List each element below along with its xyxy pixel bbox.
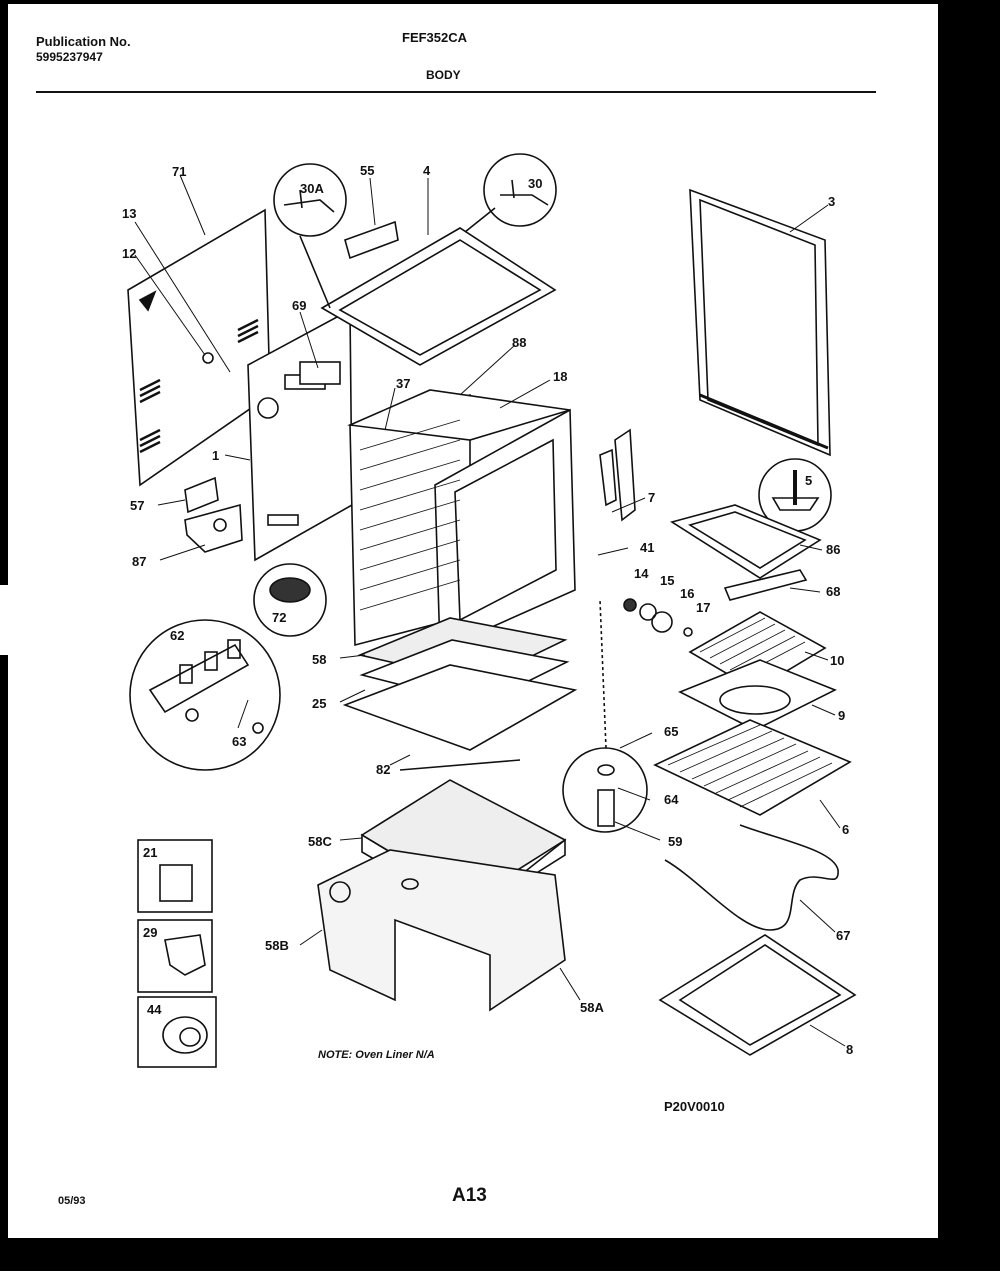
part-21-box [137, 839, 213, 913]
callout-62: 62 [170, 628, 184, 643]
broil-element [664, 824, 839, 931]
callout-9: 9 [838, 708, 845, 723]
callout-29: 29 [143, 925, 157, 940]
callout-59: 59 [668, 834, 682, 849]
callout-25: 25 [312, 696, 326, 711]
oven-door [689, 188, 831, 457]
callout-10: 10 [830, 653, 844, 668]
callout-88: 88 [512, 335, 526, 350]
callout-67: 67 [836, 928, 850, 943]
callout-37: 37 [396, 376, 410, 391]
callout-14: 14 [634, 566, 649, 581]
page-number: A13 [452, 1185, 487, 1206]
callout-65: 65 [664, 724, 678, 739]
detail-circle-30a [273, 163, 347, 237]
drawing-number: P20V0010 [664, 1099, 725, 1114]
broiler-pan [678, 659, 837, 731]
publication-number: 5995237947 [36, 50, 103, 64]
bottom-plate [342, 664, 578, 751]
callout-18: 18 [553, 369, 567, 384]
callout-41: 41 [640, 540, 654, 555]
bake-element [670, 504, 822, 579]
callout-64: 64 [664, 792, 679, 807]
oven-rack [653, 719, 852, 816]
detail-circle-30 [483, 153, 557, 227]
wrap-insulation [317, 849, 566, 1012]
callout-72: 72 [272, 610, 286, 625]
scan-edge [0, 585, 8, 655]
callout-71: 71 [172, 164, 186, 179]
publication-label: Publication No. [36, 34, 131, 49]
section-title: BODY [426, 68, 461, 82]
oven-liner-note: NOTE: Oven Liner N/A [318, 1049, 435, 1061]
callout-30a: 30A [300, 181, 324, 196]
callout-3: 3 [828, 194, 835, 209]
drawer-panel [658, 934, 857, 1056]
model-number: FEF352CA [402, 30, 468, 45]
callout-6: 6 [842, 822, 849, 837]
callout-15: 15 [660, 573, 674, 588]
callout-82: 82 [376, 762, 390, 777]
callout-30: 30 [528, 176, 542, 191]
callout-63: 63 [232, 734, 246, 749]
callout-5: 5 [805, 473, 812, 488]
rear-panel [127, 208, 271, 487]
mount-bracket [184, 503, 243, 553]
callout-55: 55 [360, 163, 374, 178]
callout-8: 8 [846, 1042, 853, 1057]
callout-58c: 58C [308, 834, 332, 849]
callout-13: 13 [122, 206, 136, 221]
bracket [184, 476, 219, 514]
callout-68: 68 [826, 584, 840, 599]
callout-17: 17 [696, 600, 710, 615]
callout-21: 21 [143, 845, 157, 860]
callout-4: 4 [423, 163, 431, 178]
callout-57: 57 [130, 498, 144, 513]
callout-12: 12 [122, 246, 136, 261]
callout-86: 86 [826, 542, 840, 557]
callout-58b: 58B [265, 938, 289, 953]
header-rule [36, 91, 876, 93]
callout-1: 1 [212, 448, 219, 463]
callout-58: 58 [312, 652, 326, 667]
callout-87: 87 [132, 554, 146, 569]
callout-69: 69 [292, 298, 306, 313]
callout-7: 7 [648, 490, 655, 505]
callout-16: 16 [680, 586, 694, 601]
callout-58a: 58A [580, 1000, 604, 1015]
callout-44: 44 [147, 1002, 162, 1017]
revision-date: 05/93 [58, 1195, 86, 1207]
